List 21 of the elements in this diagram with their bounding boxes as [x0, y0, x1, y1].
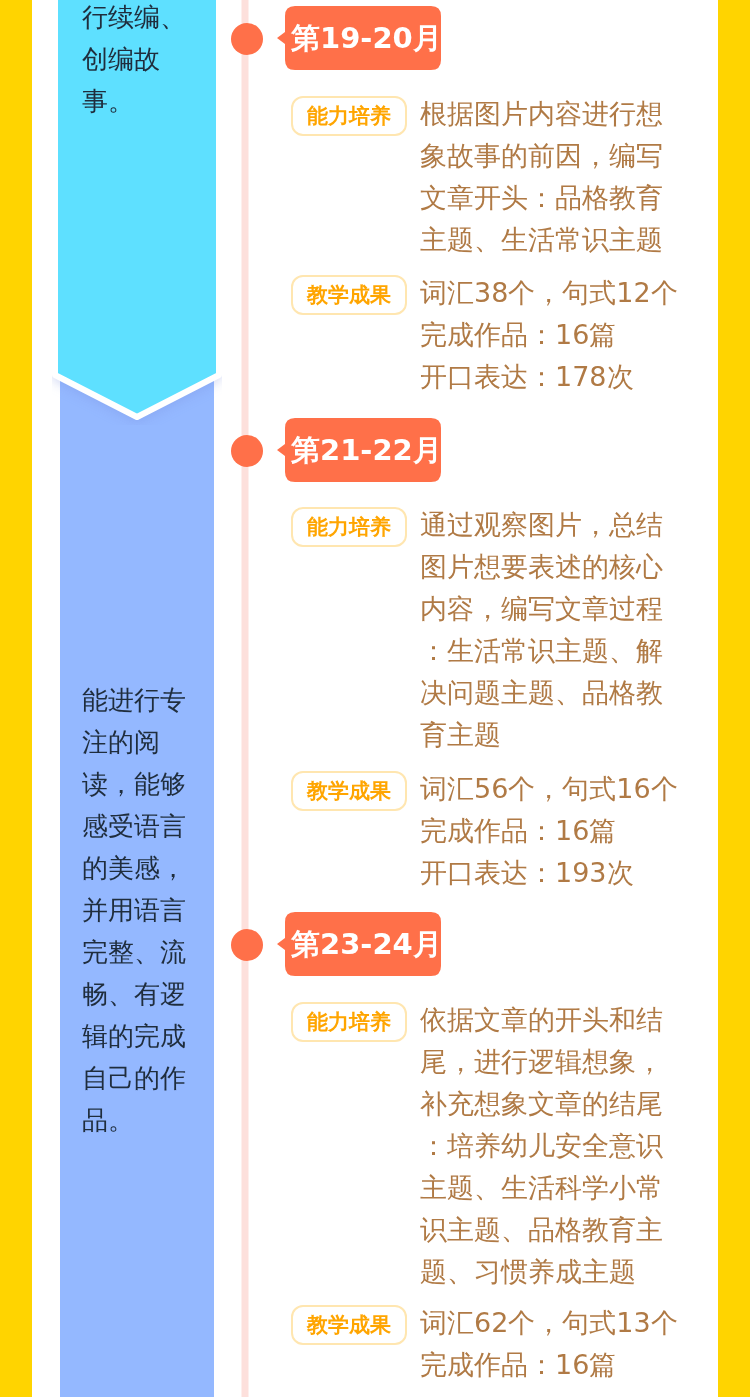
- stage-description: 能进行专注的阅读，能够感受语言的美感，并用语言完整、流畅、有逻辑的完成自己的作品。: [82, 684, 187, 1137]
- description-text: 词汇56个，句式16个: [420, 772, 679, 806]
- category-tag: 能力培养: [291, 96, 407, 136]
- category-tag: 教学成果: [291, 275, 407, 315]
- category-tag: 能力培养: [291, 507, 407, 547]
- description-text: 通过观察图片，总结图片想要表述的核心内容，编写文章过程：生活常识主题、解决问题主题、品格教育主题: [420, 508, 664, 752]
- description-text: 词汇62个，句式13个: [420, 1306, 679, 1340]
- category-tag: 能力培养: [291, 1002, 407, 1042]
- description-text: 完成作品：16篇: [420, 318, 618, 352]
- month-badge: 第21-22月: [277, 418, 441, 482]
- category-tag: 教学成果: [291, 1305, 407, 1345]
- month-badge: 第19-20月: [277, 6, 441, 70]
- description-text: 开口表达：193次: [420, 856, 635, 890]
- description-text: 开口表达：178次: [420, 360, 635, 394]
- description-text: 依据文章的开头和结尾，进行逻辑想象，补充想象文章的结尾：培养幼儿安全意识主题、生活科学小常识主题、品格教育主题、习惯养成主题: [420, 1003, 664, 1289]
- description-text: 完成作品：16篇: [420, 814, 618, 848]
- description-text: 词汇38个，句式12个: [420, 276, 679, 310]
- description-text: 完成作品：16篇: [420, 1348, 618, 1382]
- category-tag: 教学成果: [291, 771, 407, 811]
- month-badge: 第23-24月: [277, 912, 441, 976]
- description-text: 根据图片内容进行想象故事的前因，编写文章开头：品格教育主题、生活常识主题: [420, 97, 664, 257]
